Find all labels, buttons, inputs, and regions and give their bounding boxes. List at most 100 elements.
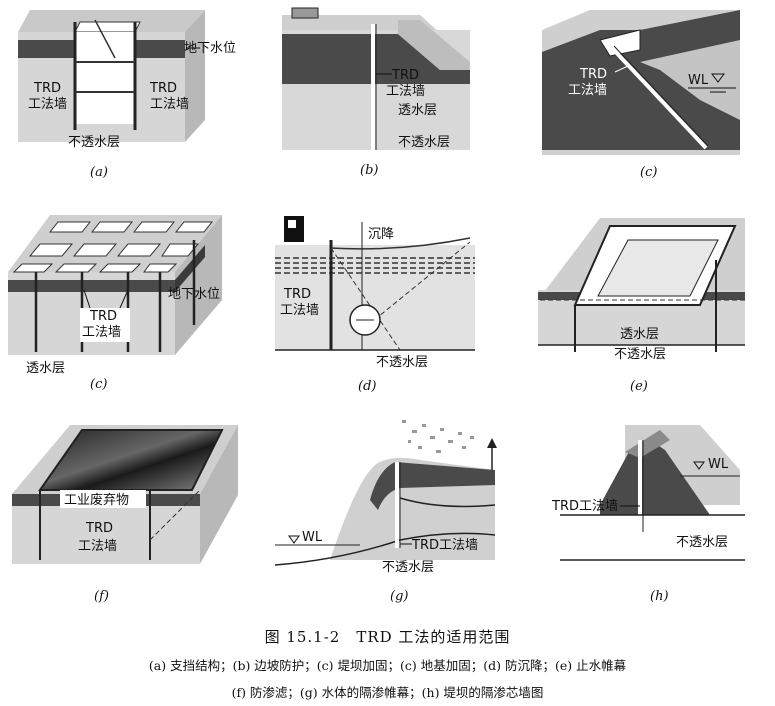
label-c2-trd-2: 工法墙 (82, 325, 121, 340)
panel-h-dam-top (625, 430, 670, 458)
panel-b-slope-steps (398, 20, 470, 70)
panel-c2: 地下水位 TRD 工法墙 透水层 (c) (8, 215, 222, 392)
panel-f-basin (38, 429, 224, 491)
arrow-up-icon (487, 438, 497, 448)
panel-e: 透水层 不透水层 (e) (538, 218, 745, 394)
label-c-trd-1: TRD (579, 67, 607, 82)
label-g-trd: TRD工法墙 (411, 538, 478, 553)
grid-cell (28, 243, 74, 257)
panel-f-right (200, 425, 238, 564)
label-b-permeable: 透水层 (398, 103, 437, 118)
strut-a-diag (94, 19, 116, 59)
label-f-waste: 工业废弃物 (64, 492, 129, 508)
spray-dot (418, 446, 422, 449)
label-g-impermeable: 不透水层 (382, 560, 434, 575)
label-c-wl: WL (688, 73, 709, 88)
label-a-trd-left-1: TRD (33, 81, 61, 96)
panel-c2-right (175, 215, 222, 355)
label-a-trd-right-1: TRD (149, 81, 177, 96)
spray-dot (462, 446, 466, 449)
subfig-label-c: (c) (640, 165, 657, 180)
panel-d-building-window (288, 220, 296, 228)
panel-d: 沉降 TRD 工法墙 不透水层 (d) (275, 216, 475, 394)
panel-g-dark-soil (370, 462, 495, 510)
subfig-label-f: (f) (94, 589, 109, 604)
label-e-impermeable: 不透水层 (614, 347, 666, 362)
grid-cell (12, 263, 54, 273)
label-c2-permeable: 透水层 (26, 361, 65, 376)
wl-g-marker-icon (288, 535, 300, 544)
grid-cell (90, 221, 134, 233)
panel-b-manhole (291, 7, 319, 19)
leader-c (614, 65, 629, 73)
panel-g-ground-curve (399, 497, 496, 508)
grid-cell (48, 221, 92, 233)
panel-c: TRD 工法墙 WL (c) (542, 10, 740, 180)
leader-c2-b (119, 289, 129, 309)
panel-g: WL TRD工法墙 不透水层 (g) (274, 420, 497, 604)
spray-dot (422, 424, 426, 427)
subfig-label-b: (b) (360, 163, 378, 178)
panel-c2-label-bg (80, 308, 130, 342)
panel-c2-dark-layer (8, 280, 175, 292)
label-f-trd-1: TRD (85, 521, 113, 536)
label-c2-trd-1: TRD (89, 309, 117, 324)
panel-f: 工业废弃物 TRD 工法墙 (f) (12, 425, 238, 604)
spray-dot (408, 440, 411, 443)
leader-c2-a (83, 289, 91, 309)
wl-h-marker-icon (693, 461, 705, 470)
label-a-trd-right-2: 工法墙 (150, 97, 189, 112)
label-b-trd-2: 工法墙 (386, 84, 425, 99)
panel-c-crest (599, 29, 641, 57)
subfig-label-g: (g) (390, 589, 408, 604)
label-a-impermeable: 不透水层 (68, 135, 120, 150)
label-b-impermeable: 不透水层 (398, 135, 450, 150)
wl-c-marker-icon (711, 73, 725, 83)
panel-c-water (640, 40, 740, 120)
subfig-label-c2: (c) (90, 377, 107, 392)
panel-a-right (185, 10, 205, 142)
panel-c2-dark-side (175, 245, 205, 292)
spray-dot (448, 440, 453, 443)
panel-a: 地下水位 TRD 工法墙 TRD 工法墙 不透水层 (a) (18, 10, 236, 180)
wall-c-edge (613, 45, 709, 147)
panel-a-top (18, 10, 205, 32)
wall-c (610, 46, 708, 150)
subfig-label-e: (e) (630, 379, 648, 394)
subfig-label-a: (a) (90, 165, 108, 180)
label-a-trd-left-2: 工法墙 (28, 97, 67, 112)
spray-dot (458, 432, 462, 435)
grid-cell (174, 221, 214, 233)
label-d-trd-2: 工法墙 (280, 303, 319, 318)
figure-caption: 图 15.1-2 TRD 工法的适用范围 (a) 支挡结构；(b) 边坡防护；(… (0, 626, 775, 701)
spray-dot (440, 428, 444, 431)
label-c2-groundwater: 地下水位 (168, 287, 220, 302)
grid-cell (54, 263, 98, 273)
panel-d-dash-left (330, 247, 401, 351)
subfig-label-d: (d) (358, 379, 376, 394)
panel-d-building (284, 216, 304, 242)
label-g-wl: WL (302, 530, 323, 545)
label-d-trd-1: TRD (283, 287, 311, 302)
label-d-impermeable: 不透水层 (376, 355, 428, 370)
figure-canvas: 地下水位 TRD 工法墙 TRD 工法墙 不透水层 (a) TRD 工法墙 透水… (8, 7, 745, 604)
panel-d-dash-right (361, 241, 471, 331)
spray-dot (412, 430, 417, 433)
label-a-groundwater: 地下水位 (184, 41, 236, 56)
label-h-wl: WL (708, 457, 729, 472)
panel-g-spray (402, 420, 474, 453)
panel-h-dam (600, 440, 710, 515)
spray-dot (470, 436, 474, 439)
grid-cell (161, 243, 200, 257)
label-c-trd-2: 工法墙 (568, 83, 607, 98)
label-d-settlement: 沉降 (368, 227, 394, 242)
label-e-permeable: 透水层 (620, 327, 659, 342)
grid-cell (132, 221, 176, 233)
caption-title: 图 15.1-2 TRD 工法的适用范围 (264, 628, 511, 646)
panel-b: TRD 工法墙 透水层 不透水层 (b) (282, 7, 470, 178)
label-f-trd-2: 工法墙 (78, 539, 117, 554)
panel-h: WL TRD工法墙 不透水层 (h) (551, 425, 745, 604)
grid-cell (143, 263, 178, 273)
panel-f-dash (149, 489, 201, 541)
grid-c2-cells (12, 221, 214, 273)
